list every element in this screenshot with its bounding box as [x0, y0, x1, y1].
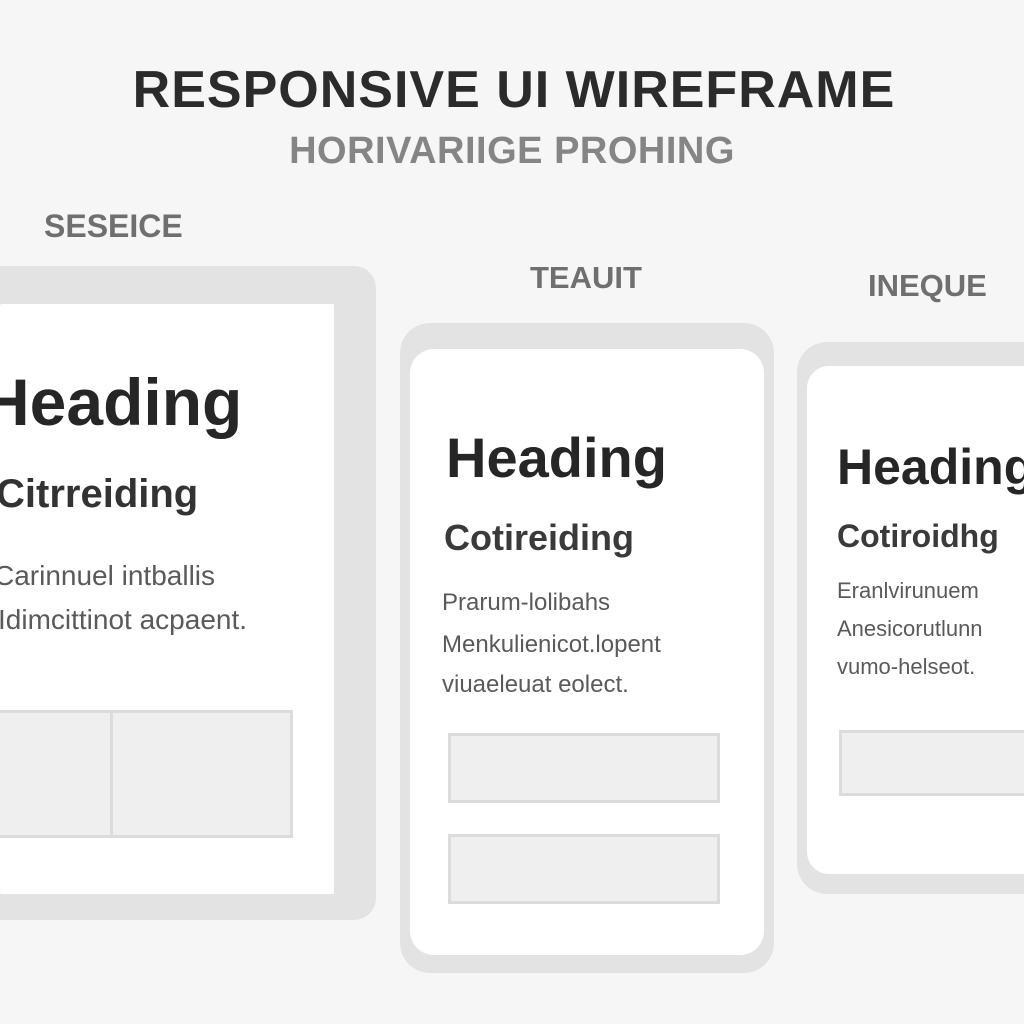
- mobile-body-line: vumo-helseot.: [837, 654, 976, 679]
- diagram-title: RESPONSIVE UI WIREFRAME: [132, 61, 896, 119]
- desktop-frame: Heading Citrreiding Carinnuel intballis …: [0, 266, 376, 920]
- desktop-placeholder-box[interactable]: [110, 710, 293, 838]
- desktop-label: SESEICE: [44, 208, 183, 244]
- desktop-subheading: Citrreiding: [0, 472, 199, 516]
- tablet-screen: Heading Cotireiding Prarum-lolibahs Menk…: [410, 349, 764, 955]
- desktop-heading: Heading: [0, 365, 243, 439]
- tablet-placeholder-button[interactable]: [448, 834, 720, 904]
- desktop-body-line: Carinnuel intballis: [0, 560, 216, 591]
- tablet-subheading: Cotireiding: [444, 517, 634, 558]
- tablet-body-line: viuaeleuat eolect.: [442, 671, 629, 698]
- mobile-frame: Heading Cotiroidhg Eranlvirunuem Anesico…: [797, 342, 1024, 894]
- mobile-subheading: Cotiroidhg: [837, 518, 999, 554]
- tablet-placeholder-button[interactable]: [448, 733, 720, 803]
- tablet-body-line: Prarum-lolibahs: [442, 589, 611, 616]
- tablet-heading: Heading: [446, 426, 667, 489]
- tablet-label: TEAUIT: [530, 260, 642, 295]
- desktop-placeholder-box[interactable]: [0, 710, 116, 838]
- mobile-screen: Heading Cotiroidhg Eranlvirunuem Anesico…: [807, 366, 1024, 874]
- mobile-body-line: Eranlvirunuem: [837, 578, 979, 603]
- mobile-label: INEQUE: [868, 268, 987, 303]
- tablet-body-line: Menkulienicot.lopent: [442, 631, 661, 658]
- mobile-body-line: Anesicorutlunn: [837, 616, 983, 641]
- tablet-frame: Heading Cotireiding Prarum-lolibahs Menk…: [400, 323, 774, 973]
- mobile-heading: Heading: [837, 439, 1024, 495]
- desktop-body-line: Idimcittinot acpaent.: [0, 604, 248, 635]
- mobile-placeholder-button[interactable]: [839, 730, 1024, 796]
- diagram-subtitle: HORIVARIIGE PROHING: [289, 130, 735, 172]
- desktop-screen: Heading Citrreiding Carinnuel intballis …: [0, 304, 334, 894]
